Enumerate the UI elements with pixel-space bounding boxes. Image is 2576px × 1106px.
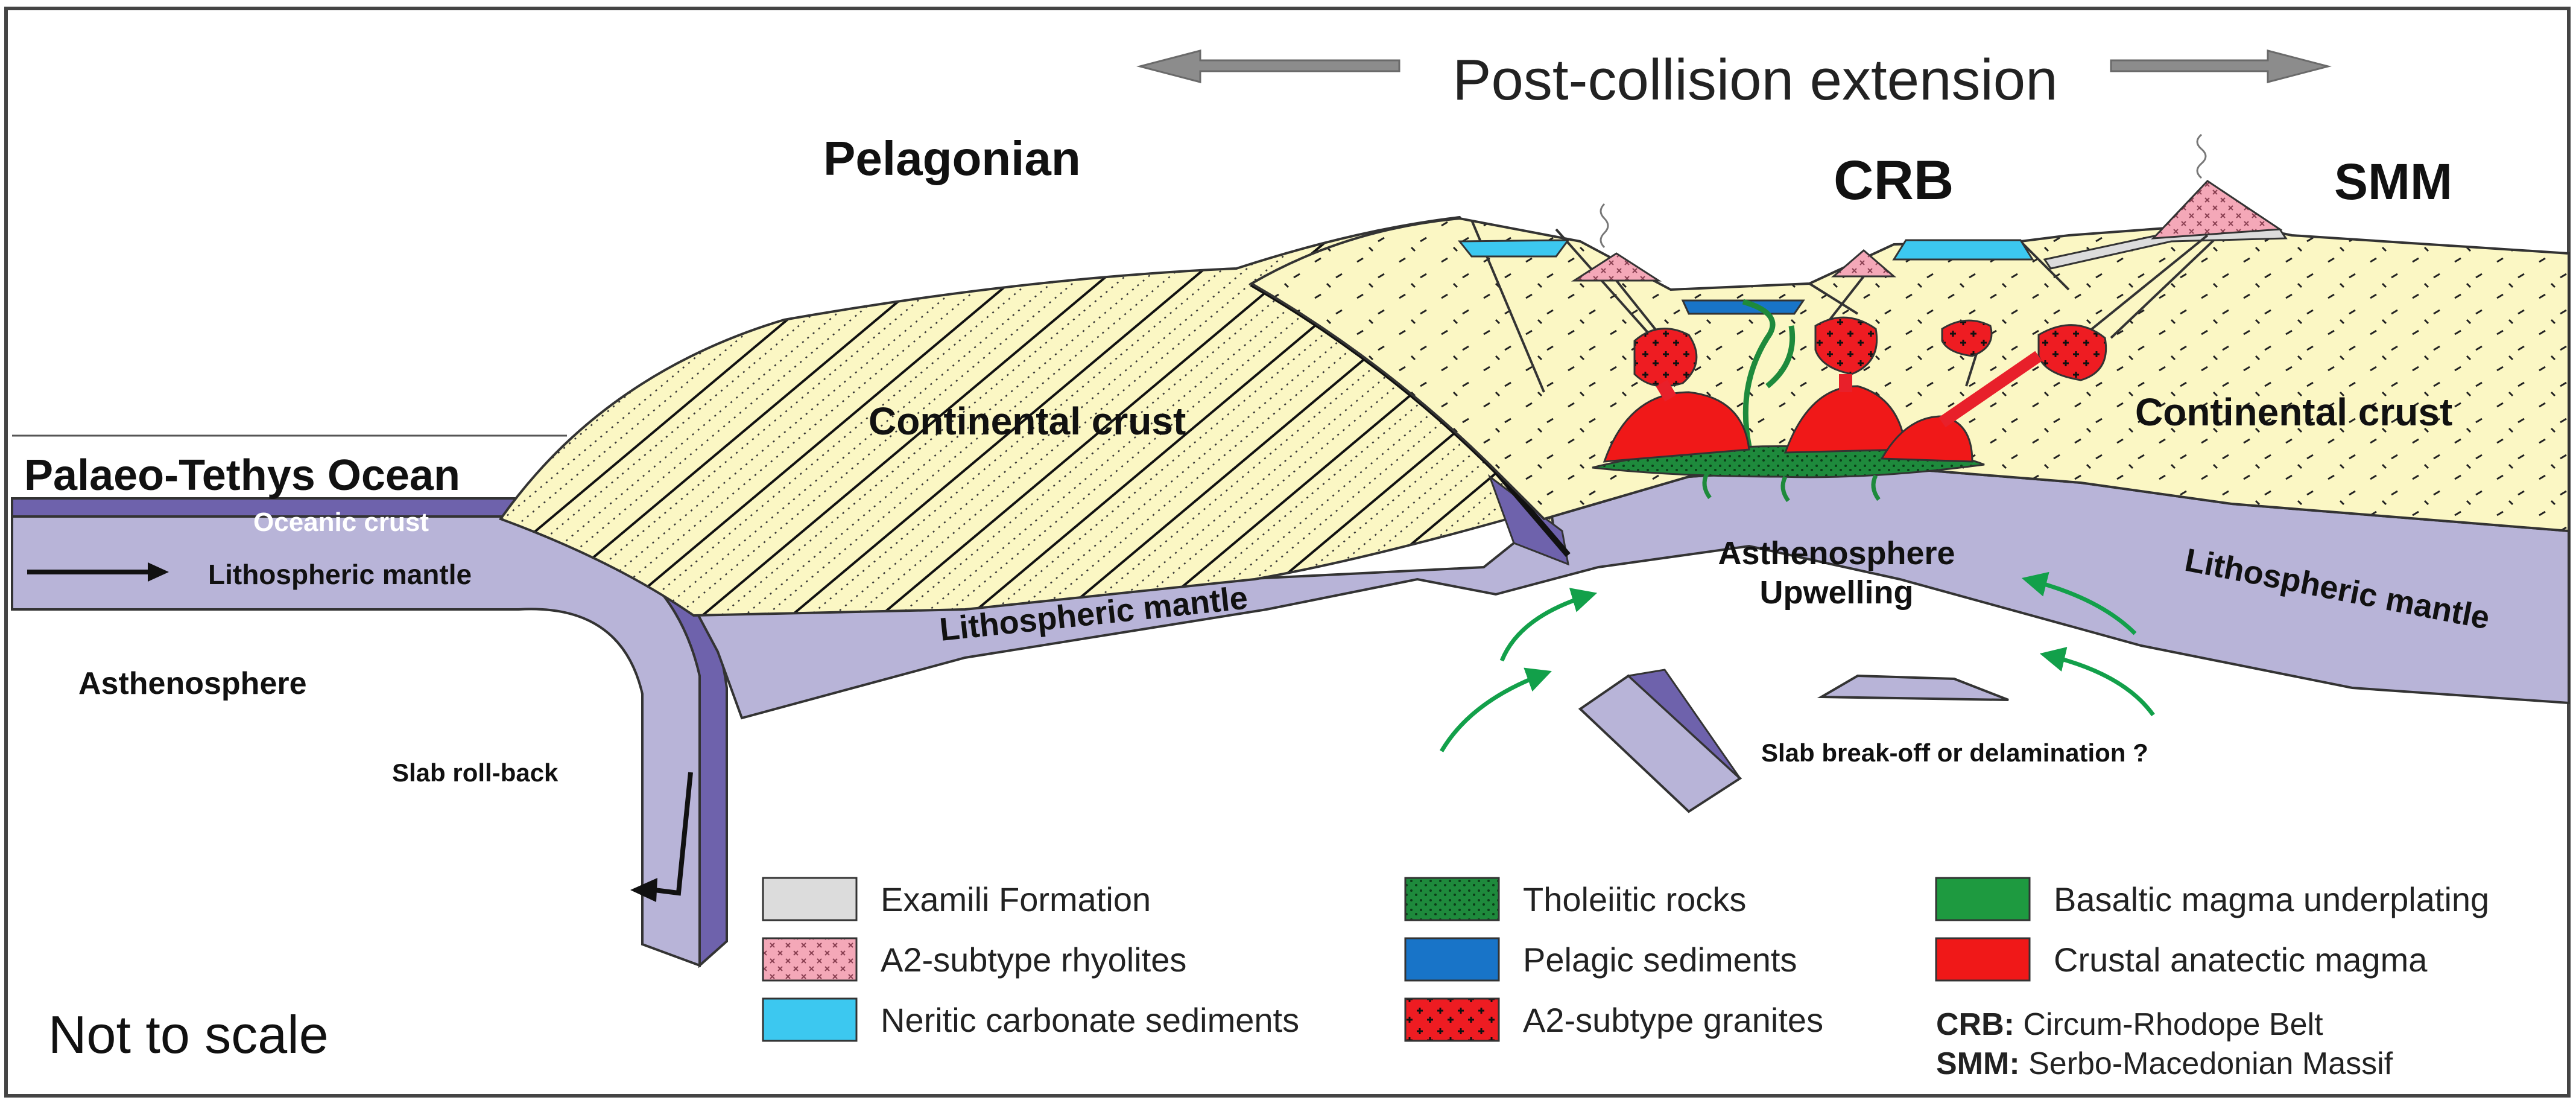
label-continental-crust-left: Continental crust [869, 399, 1186, 443]
label-continental-crust-right: Continental crust [2135, 390, 2452, 434]
slab-rollback-arrow [654, 772, 693, 896]
legend-label-underplating: Basaltic magma underplating [2054, 880, 2489, 918]
underplating-feeders [1702, 472, 1881, 503]
region-pelagonian: Pelagonian [823, 132, 1081, 185]
label-upwelling-1: Asthenosphere [1718, 535, 1955, 571]
tholeiite-dikes [1742, 299, 1796, 447]
pelagic-sediments [1681, 299, 1805, 315]
right-continental-crust [1249, 217, 2570, 533]
legend-swatch-examili [762, 877, 858, 921]
minor-fault-5 [2110, 222, 2233, 339]
right-extension-arrow [2110, 49, 2332, 83]
label-oceanic-crust: Oceanic crust [253, 507, 429, 537]
left-extension-arrow [1136, 49, 1400, 83]
legend-abbrev-smm: SMM: Serbo-Macedonian Massif [1936, 1046, 2393, 1081]
region-smm: SMM [2334, 153, 2452, 210]
label-lith-mantle-left: Lithospheric mantle [208, 559, 472, 590]
diagram-title: Post-collision extension [1452, 48, 2057, 112]
label-not-to-scale: Not to scale [48, 1005, 329, 1064]
label-slab-rollback: Slab roll-back [392, 758, 559, 787]
legend-swatch-rhyolites [762, 937, 858, 982]
delaminated-fragment [1817, 674, 2009, 701]
minor-fault-4 [2019, 240, 2070, 291]
legend-swatch-tholeiitic [1404, 877, 1500, 921]
anatectic-dome-2 [1783, 385, 1907, 454]
legend-swatch-anatectic [1935, 937, 2031, 982]
granite-blob-4 [2037, 324, 2107, 381]
plate-motion-arrowhead [148, 562, 169, 582]
granite-blob-2 [1814, 316, 1878, 375]
volcanic-plume-1 [1600, 203, 1609, 249]
granite-blob-1 [1633, 328, 1698, 387]
volcanic-plume-2 [2196, 133, 2207, 179]
legend-label-neritic: Neritic carbonate sediments [881, 1001, 1299, 1039]
region-crb: CRB [1834, 150, 1954, 211]
legend-swatch-pelagic [1404, 937, 1500, 982]
label-breakoff: Slab break-off or delamination ? [1761, 739, 2148, 767]
legend-label-anatectic: Crustal anatectic magma [2054, 941, 2428, 979]
minor-fault-2 [1555, 228, 1654, 339]
label-upwelling-2: Upwelling [1760, 574, 1914, 611]
legend-label-pelagic: Pelagic sediments [1523, 941, 1797, 979]
label-asthenosphere: Asthenosphere [78, 666, 307, 701]
rhyolite-cone-3 [2151, 180, 2283, 240]
legend-label-tholeiitic: Tholeiitic rocks [1523, 880, 1746, 918]
legend-swatch-neritic [762, 997, 858, 1042]
legend-label-rhyolites: A2-subtype rhyolites [881, 941, 1186, 979]
neritic-carbonate-left [1457, 239, 1571, 258]
detached-slab-crust [1626, 669, 1741, 780]
slab-rollback-arrowhead [630, 878, 657, 902]
legend-label-examili: Examili Formation [881, 880, 1151, 918]
legend-abbrev-crb: CRB: Circum-Rhodope Belt [1936, 1007, 2323, 1042]
region-ocean: Palaeo-Tethys Ocean [24, 451, 460, 500]
legend-swatch-underplating [1935, 877, 2031, 921]
legend-swatch-granites [1404, 997, 1500, 1042]
legend-label-granites: A2-subtype granites [1523, 1001, 1823, 1039]
anatectic-dome-1 [1603, 391, 1750, 463]
granite-stem-3 [1938, 351, 2042, 428]
neritic-carbonate-right [1892, 239, 2034, 261]
granite-blob-3 [1941, 319, 1993, 357]
upwelling-arrows [1439, 571, 2155, 752]
granite-stem-1 [1656, 380, 1677, 402]
minor-fault-3 [1808, 282, 1859, 315]
